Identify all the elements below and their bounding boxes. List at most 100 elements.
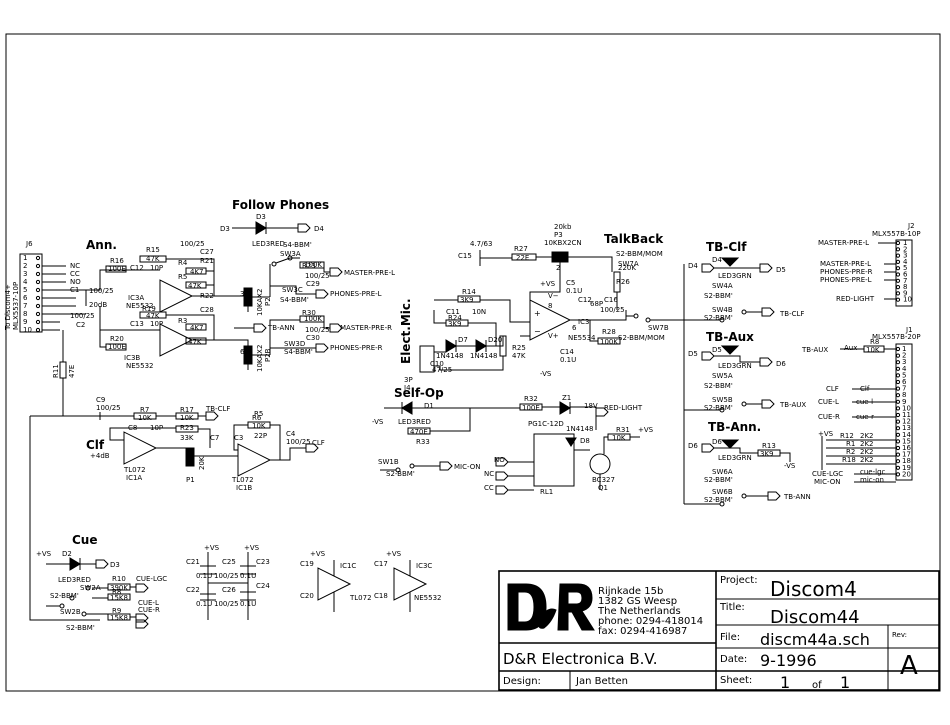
svg-text:+VS: +VS [386, 550, 402, 558]
svg-text:18V: 18V [584, 402, 598, 410]
svg-text:of: of [812, 680, 822, 691]
j1-pin-15: 15 [902, 437, 911, 445]
svg-text:R3: R3 [178, 317, 187, 325]
j1-pin-9: 9 [902, 398, 906, 406]
svg-text:R8: R8 [112, 588, 121, 596]
svg-text:LED3RED: LED3RED [252, 240, 285, 248]
j6-label-no: NO [70, 278, 81, 286]
self-op-section: Self-Op -VS D1 LED3RED R33 470E SW1B S2-… [372, 386, 654, 496]
clf-heading: Clf [86, 438, 105, 452]
svg-text:2: 2 [556, 264, 560, 272]
svg-text:+VS: +VS [310, 550, 326, 558]
svg-text:C16: C16 [604, 296, 618, 304]
svg-text:NO: NO [494, 456, 505, 464]
svg-text:D8: D8 [580, 437, 590, 445]
svg-text:R5: R5 [178, 273, 187, 281]
j6-pin-3: 3 [23, 270, 27, 278]
svg-text:R26: R26 [616, 278, 630, 286]
j2-pin-contact [895, 272, 901, 277]
j1-pin-14: 14 [902, 431, 911, 439]
svg-text:TL072: TL072 [123, 466, 146, 474]
svg-text:IC3B: IC3B [124, 354, 140, 362]
svg-text:CLF: CLF [312, 439, 325, 447]
svg-text:File:: File: [720, 632, 740, 643]
svg-text:100/25: 100/25 [286, 438, 311, 446]
svg-text:C26: C26 [222, 586, 236, 594]
svg-text:R23: R23 [180, 424, 194, 432]
svg-text:390K: 390K [110, 584, 128, 592]
svg-text:0.1U: 0.1U [196, 600, 212, 608]
j6-pin-contact [35, 271, 41, 277]
svg-text:RED-LIGHT: RED-LIGHT [836, 295, 875, 303]
sheet-frame [5, 33, 941, 692]
svg-text:C18: C18 [374, 592, 388, 600]
svg-text:C22: C22 [186, 586, 200, 594]
svg-text:C11: C11 [446, 308, 460, 316]
svg-text:NE5532: NE5532 [126, 302, 153, 310]
svg-text:+VS: +VS [818, 430, 834, 438]
j1-pin-8: 8 [902, 391, 906, 399]
svg-text:R7: R7 [140, 406, 149, 414]
svg-text:S4-BBM': S4-BBM' [284, 348, 313, 356]
svg-text:D1: D1 [424, 402, 434, 410]
svg-text:10N: 10N [472, 308, 486, 316]
svg-text:100K: 100K [304, 261, 322, 269]
revision: A [900, 651, 918, 681]
svg-text:TB-ANN: TB-ANN [783, 493, 811, 501]
j6-side-label: To Discom4+ [4, 284, 12, 331]
svg-text:10K: 10K [866, 346, 880, 354]
svg-text:2K2: 2K2 [860, 456, 874, 464]
svg-text:C23: C23 [256, 558, 270, 566]
svg-text:IC3: IC3 [578, 318, 589, 326]
svg-text:C1: C1 [70, 286, 79, 294]
j2-pin-10: 10 [903, 296, 912, 304]
svg-text:R30: R30 [302, 309, 316, 317]
svg-text:-VS: -VS [540, 370, 552, 378]
svg-text:J1: J1 [905, 326, 913, 334]
svg-text:MLX557B-10P: MLX557B-10P [872, 230, 921, 238]
svg-text:+4dB: +4dB [90, 452, 110, 460]
j6-pin-contact [35, 319, 41, 325]
j2-pin-contact [895, 247, 901, 252]
svg-text:CUE-R: CUE-R [138, 606, 160, 614]
svg-text:10K: 10K [180, 414, 194, 422]
svg-text:3: 3 [240, 290, 244, 298]
svg-text:R16: R16 [110, 257, 124, 265]
svg-text:C12: C12 [130, 264, 144, 272]
svg-text:R9: R9 [112, 607, 121, 615]
drawing-title: Discom44 [770, 607, 860, 628]
svg-text:C13: C13 [130, 320, 144, 328]
j1-pin-contact [895, 379, 901, 385]
svg-text:22P: 22P [254, 432, 267, 440]
svg-text:SW1B: SW1B [378, 458, 399, 466]
svg-text:R5: R5 [254, 410, 263, 418]
svg-text:+VS: +VS [638, 426, 654, 434]
svg-text:R21: R21 [200, 257, 214, 265]
svg-text:J4: J4 [403, 384, 411, 392]
relay-rl1 [533, 433, 575, 487]
ic3-opamp [529, 299, 572, 341]
svg-text:SW4A: SW4A [712, 282, 733, 290]
svg-text:10K: 10K [252, 422, 266, 430]
j1-pin-18: 18 [902, 457, 911, 465]
svg-text:SW6A: SW6A [712, 468, 733, 476]
svg-text:phone: 0294-418014: phone: 0294-418014 [598, 616, 703, 627]
svg-text:10KAX2: 10KAX2 [256, 345, 264, 372]
svg-text:Sheet:: Sheet: [720, 675, 752, 686]
svg-text:D6: D6 [712, 438, 722, 446]
svg-text:R32: R32 [524, 395, 538, 403]
j6-pin-9: 9 [23, 318, 27, 326]
svg-text:CUE-L: CUE-L [138, 599, 159, 607]
j6-label-cc: CC [70, 270, 80, 278]
svg-text:C14: C14 [560, 348, 574, 356]
tb-switch-section: TB-Clf D4 D4 LED3GRN D5 SW4A S2-BBM' SW4… [683, 240, 811, 507]
svg-text:NE5532: NE5532 [126, 362, 153, 370]
svg-text:C15: C15 [458, 252, 472, 260]
j6-pin-contact [35, 311, 41, 317]
j1-pin-contact [895, 373, 901, 378]
svg-text:100K: 100K [600, 338, 618, 346]
svg-text:D5: D5 [712, 346, 722, 354]
svg-text:68P: 68P [590, 300, 603, 308]
project-name: Discom4 [770, 577, 857, 601]
